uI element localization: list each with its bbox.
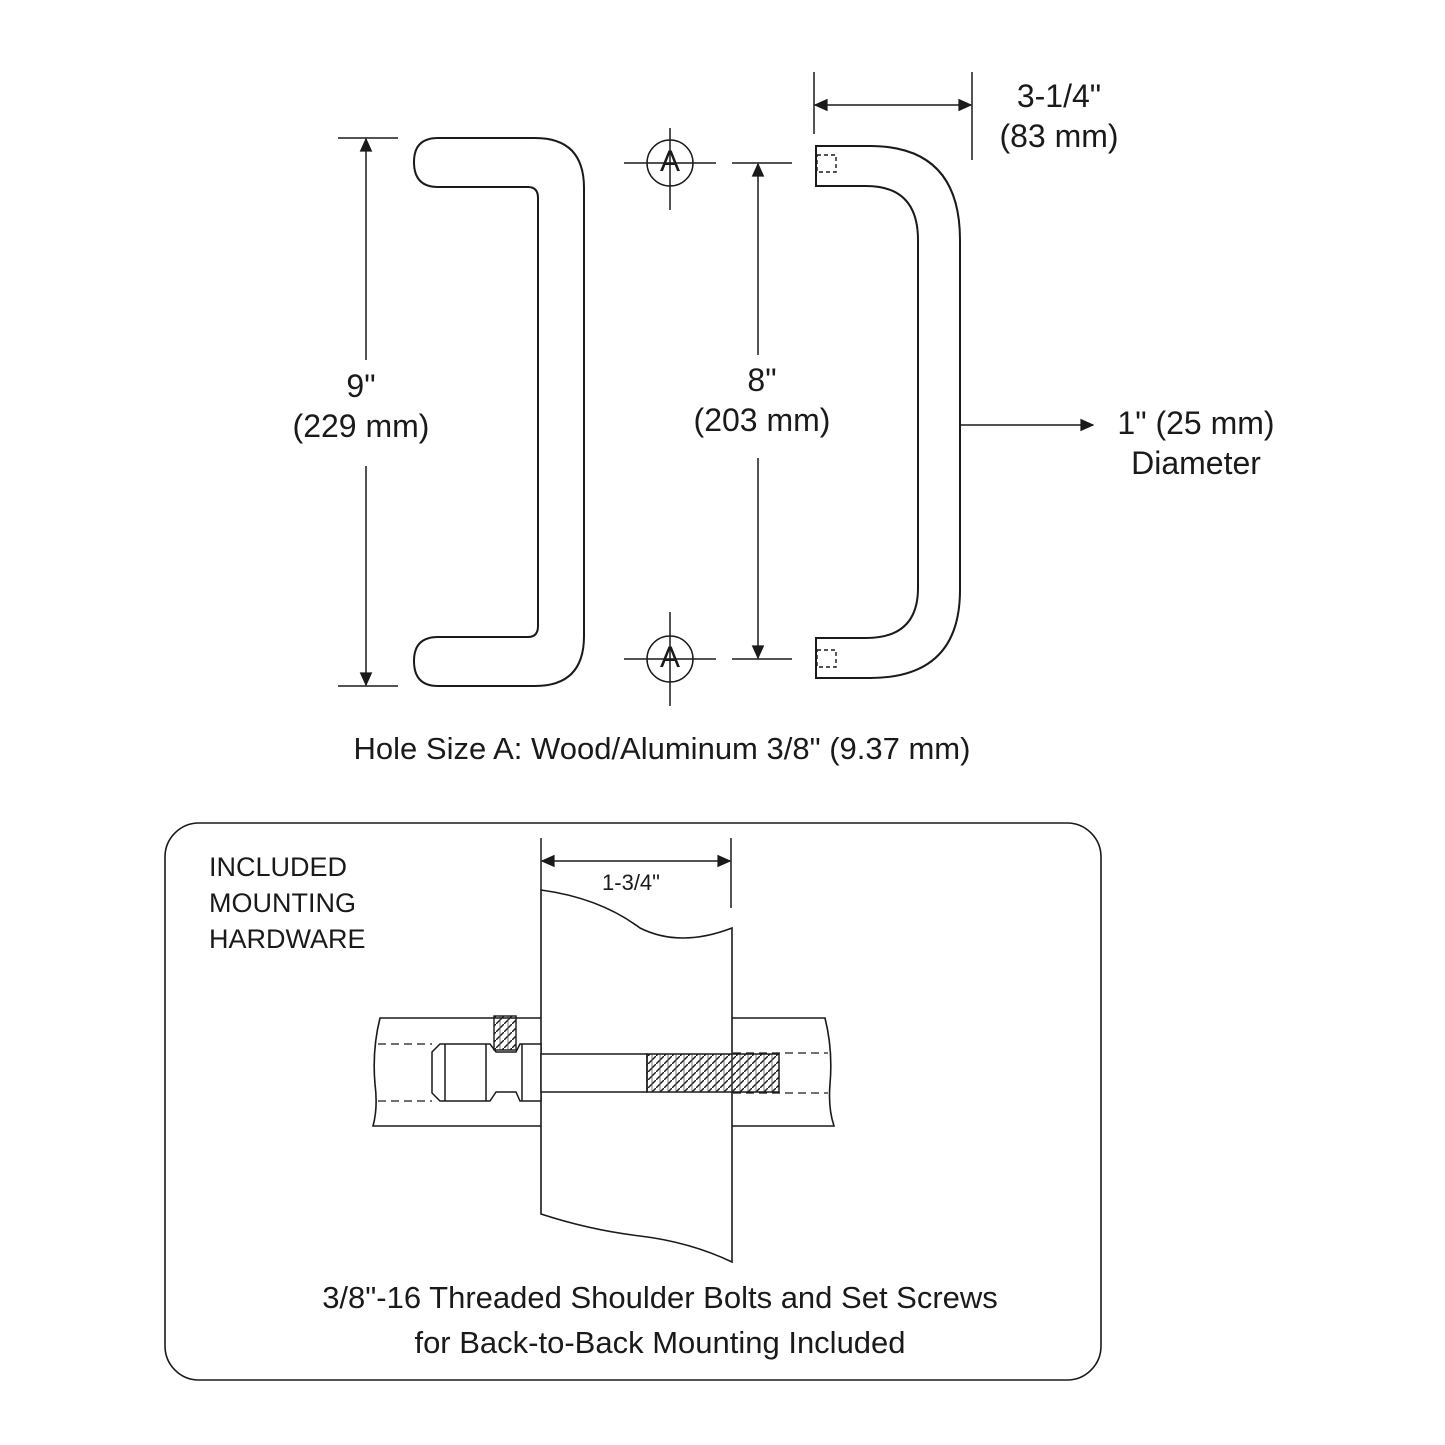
hardware-title-line-1: INCLUDED <box>209 852 348 882</box>
diameter-label: 1" (25 mm) Diameter <box>1117 403 1274 483</box>
projection-value: 3-1/4" <box>1016 78 1102 114</box>
projection-label: 3-1/4" (83 mm) <box>999 76 1118 156</box>
projection-dimension <box>813 72 973 160</box>
diameter-text: Diameter <box>1131 445 1261 481</box>
hardware-caption-line-1: 3/8"-16 Threaded Shoulder Bolts and Set … <box>322 1280 998 1315</box>
hole-size-note: Hole Size A: Wood/Aluminum 3/8" (9.37 mm… <box>353 731 971 766</box>
door-thickness-label: 1-3/4" <box>602 870 660 895</box>
center-to-center-metric: (203 mm) <box>693 402 831 438</box>
center-to-center-dimension <box>732 162 792 660</box>
hardware-box-title: INCLUDED MOUNTING HARDWARE <box>209 849 366 957</box>
hole-marker-bottom <box>624 612 716 706</box>
bar-hidden-bore-lines <box>378 1043 828 1102</box>
door-thickness-dimension <box>540 838 732 908</box>
overall-height-metric: (229 mm) <box>292 408 430 444</box>
center-to-center-label: 8" (203 mm) <box>694 360 831 440</box>
hole-marker-top <box>624 128 716 210</box>
center-to-center-value: 8" <box>747 362 777 398</box>
overall-height-value: 9" <box>346 368 376 404</box>
overall-height-dimension <box>338 137 398 687</box>
hardware-title-line-3: HARDWARE <box>209 924 366 954</box>
handle-bar-right <box>732 1017 836 1127</box>
handle-front-view <box>412 137 585 687</box>
hardware-box <box>164 822 1102 1381</box>
diameter-value: 1" (25 mm) <box>1117 405 1275 441</box>
hole-marker-top-label: A <box>659 145 681 178</box>
hardware-caption-line-2: for Back-to-Back Mounting Included <box>414 1325 906 1360</box>
set-screw <box>493 1015 517 1051</box>
hardware-title-line-2: MOUNTING <box>209 888 356 918</box>
projection-metric: (83 mm) <box>999 118 1119 154</box>
tapped-hole-hidden-lines <box>816 154 837 668</box>
hole-marker-bottom-label: A <box>659 641 681 674</box>
handle-bar-left <box>371 1017 541 1127</box>
handle-side-view <box>815 145 961 679</box>
overall-height-label: 9" (229 mm) <box>293 366 430 446</box>
hardware-caption: 3/8"-16 Threaded Shoulder Bolts and Set … <box>322 1275 998 1365</box>
shoulder-bolt <box>431 1043 780 1102</box>
